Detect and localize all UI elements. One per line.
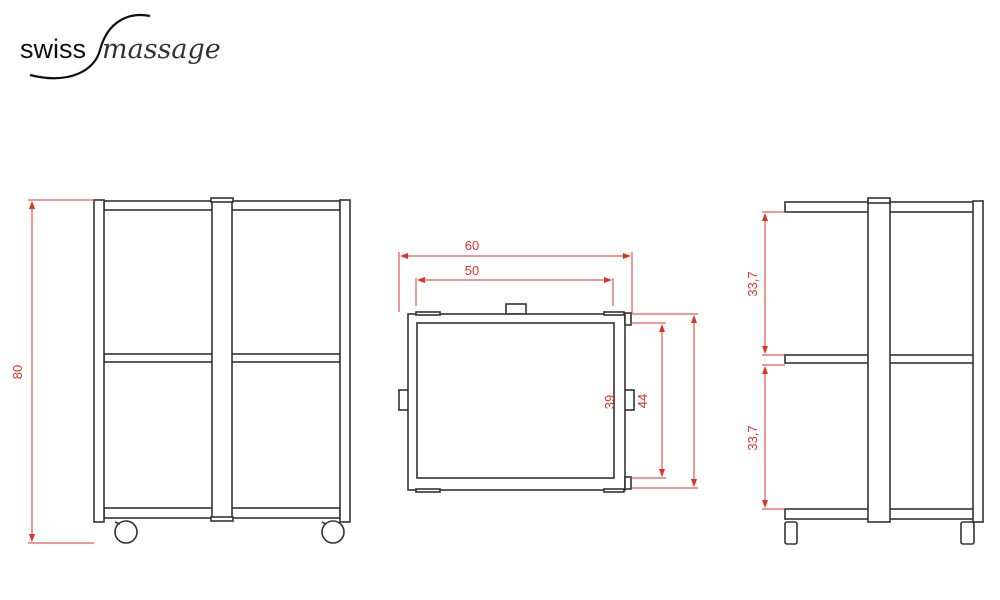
wheel-right [321, 520, 345, 544]
lower-shelf-dimension: 33,7 [745, 425, 760, 450]
top-view: 60 50 39 44 [398, 238, 698, 493]
side-view: 33,7 33,7 [745, 197, 984, 545]
wheel-left [114, 520, 138, 544]
logo-text-swiss: swiss [20, 34, 86, 64]
logo-text-massage: massage [102, 34, 221, 65]
height-dimension: 80 [10, 365, 25, 379]
logo-swoosh [29, 14, 151, 80]
inner-depth-dimension: 39 [602, 395, 617, 409]
front-view: 80 [10, 197, 351, 544]
brand-logo: swiss massage [20, 14, 221, 80]
caster-right [960, 521, 975, 545]
inner-width-dimension: 50 [465, 263, 479, 278]
upper-shelf-dimension: 33,7 [745, 271, 760, 296]
outer-depth-dimension: 44 [635, 394, 650, 408]
outer-width-dimension: 60 [465, 238, 479, 253]
caster-left [784, 521, 798, 545]
